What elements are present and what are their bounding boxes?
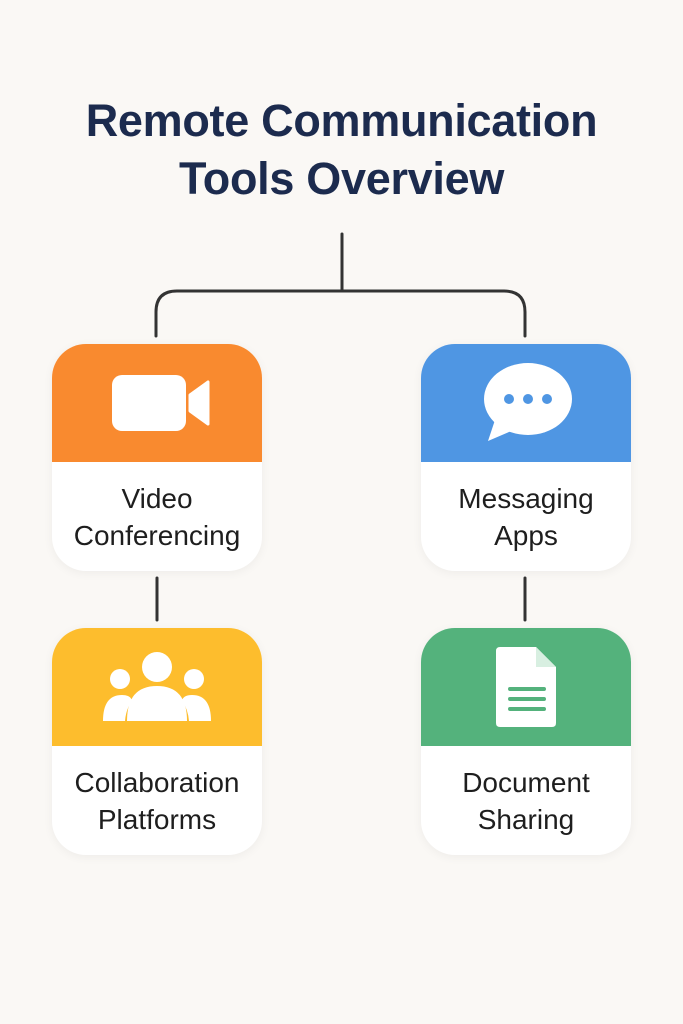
document-icon (496, 647, 556, 727)
node-collaboration-platforms: Collaboration Platforms (52, 628, 262, 855)
node-video-header (52, 344, 262, 462)
node-messaging-label-line-1: Messaging (458, 482, 594, 514)
video-camera-icon (112, 375, 210, 431)
node-video-label: Video Conferencing (52, 462, 262, 571)
node-document-sharing: Document Sharing (421, 628, 631, 855)
node-document-label: Document Sharing (421, 746, 631, 855)
chat-bubble-icon (484, 363, 572, 441)
node-messaging-apps: Messaging Apps (421, 344, 631, 571)
node-collaboration-header (52, 628, 262, 746)
node-video-conferencing: Video Conferencing (52, 344, 262, 571)
node-video-label-line-1: Video (121, 482, 193, 514)
title-line-1: Remote Communication (85, 95, 598, 146)
node-document-label-line-2: Sharing (477, 803, 575, 835)
node-collaboration-label-line-1: Collaboration (74, 766, 240, 798)
diagram-title: Remote Communication Tools Overview (0, 92, 683, 208)
node-document-header (421, 628, 631, 746)
node-messaging-header (421, 344, 631, 462)
node-video-label-line-2: Conferencing (73, 519, 241, 551)
node-messaging-label: Messaging Apps (421, 462, 631, 571)
node-messaging-label-line-2: Apps (494, 519, 558, 551)
people-group-icon (103, 652, 211, 721)
node-collaboration-label-line-2: Platforms (97, 803, 217, 835)
node-collaboration-label: Collaboration Platforms (52, 746, 262, 855)
node-document-label-line-1: Document (462, 766, 590, 798)
title-line-2: Tools Overview (178, 153, 505, 204)
connector-root-to-branches (154, 232, 527, 338)
